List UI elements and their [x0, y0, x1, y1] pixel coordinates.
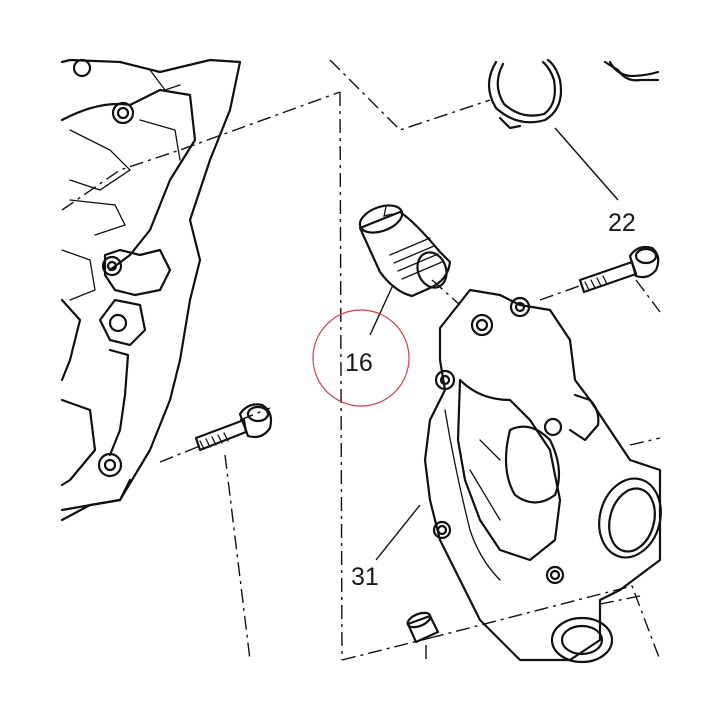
nut-top-right	[603, 60, 660, 82]
callout-16: 16	[345, 349, 373, 377]
housing-cover-part-31	[423, 288, 662, 664]
circlip-part-22	[487, 58, 563, 130]
highlight-circle	[312, 309, 410, 407]
sleeve-part-16	[358, 204, 452, 298]
bolt-left	[194, 403, 273, 452]
engine-casing	[60, 58, 242, 522]
dowel-pin	[406, 611, 440, 644]
callout-22: 22	[608, 209, 636, 237]
assembly-lines	[61, 59, 661, 661]
callout-31: 31	[351, 563, 379, 591]
leader-lines	[369, 127, 619, 561]
bolt-right	[578, 245, 660, 294]
